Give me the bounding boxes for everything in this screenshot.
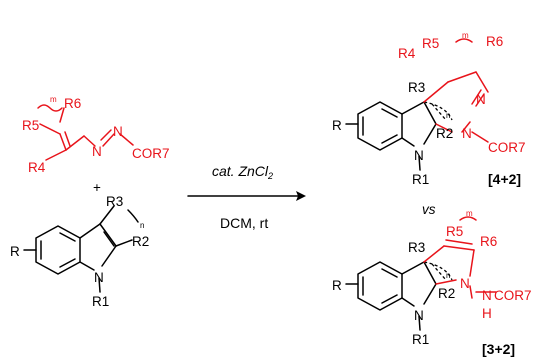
versus-label: vs xyxy=(422,202,436,217)
product-4-2: R4 R5 m R6 N N COR7 R3 n R2 R N R1 [4+2] xyxy=(332,31,526,187)
p32-r5: R5 xyxy=(446,224,463,239)
azoalkene-reagent: m R6 R5 R4 N N COR7 xyxy=(22,95,170,175)
indole-r3: R3 xyxy=(106,194,123,209)
indole-r: R xyxy=(10,244,20,259)
plus-sign: + xyxy=(93,180,101,195)
p42-cor7: COR7 xyxy=(488,140,526,155)
product-3-2: R5 m R6 N N H COR7 R3 n R2 R N R1 [3+2] xyxy=(332,209,532,357)
p42-index-n: n xyxy=(446,111,450,120)
ring-index-m: m xyxy=(50,95,57,104)
p42-r4: R4 xyxy=(398,46,416,61)
p42-n-lower: N xyxy=(462,126,472,141)
p42-r3: R3 xyxy=(408,80,425,95)
r6-label: R6 xyxy=(64,96,81,111)
indole-n: N xyxy=(94,270,104,285)
p32-r2: R2 xyxy=(438,286,455,301)
carbonyl-cor7: COR7 xyxy=(132,146,170,161)
r5-label: R5 xyxy=(22,118,39,133)
reaction-arrow xyxy=(187,191,306,201)
p42-r: R xyxy=(332,118,342,133)
indole-r2: R2 xyxy=(132,234,149,249)
r4-label: R4 xyxy=(28,160,46,175)
p32-n-ring: N xyxy=(460,276,470,291)
indole-r1: R1 xyxy=(92,294,109,309)
p42-r6: R6 xyxy=(486,34,503,49)
p42-index-m: m xyxy=(462,31,469,40)
p42-n-upper: N xyxy=(476,92,486,107)
p32-r6: R6 xyxy=(480,234,497,249)
azo-n2: N xyxy=(113,124,123,139)
p42-n-ring: N xyxy=(414,148,424,163)
label-3-2: [3+2] xyxy=(482,341,515,357)
label-4-2: [4+2] xyxy=(488,171,521,187)
p32-index-n: n xyxy=(446,271,450,280)
p42-r1: R1 xyxy=(412,172,429,187)
p42-r2: R2 xyxy=(436,126,453,141)
catalyst-label: cat. ZnCl2 xyxy=(212,163,273,181)
indole-substrate: R3 n R2 R N R1 xyxy=(10,194,149,309)
p32-nh-n: N xyxy=(482,288,492,303)
p32-n-indoline: N xyxy=(414,308,424,323)
azo-n1: N xyxy=(92,144,102,159)
p42-r5: R5 xyxy=(422,36,439,51)
solvent-label: DCM, rt xyxy=(220,215,268,231)
p32-cor7: COR7 xyxy=(494,288,532,303)
p32-nh-h: H xyxy=(482,306,492,321)
indole-ring-index-n: n xyxy=(140,221,144,230)
ring-bracket-reagent xyxy=(37,104,63,112)
p32-r1: R1 xyxy=(412,332,429,347)
p32-r: R xyxy=(332,278,342,293)
p32-index-m: m xyxy=(466,209,473,218)
p32-r3: R3 xyxy=(408,240,425,255)
indole-tether xyxy=(127,209,139,223)
